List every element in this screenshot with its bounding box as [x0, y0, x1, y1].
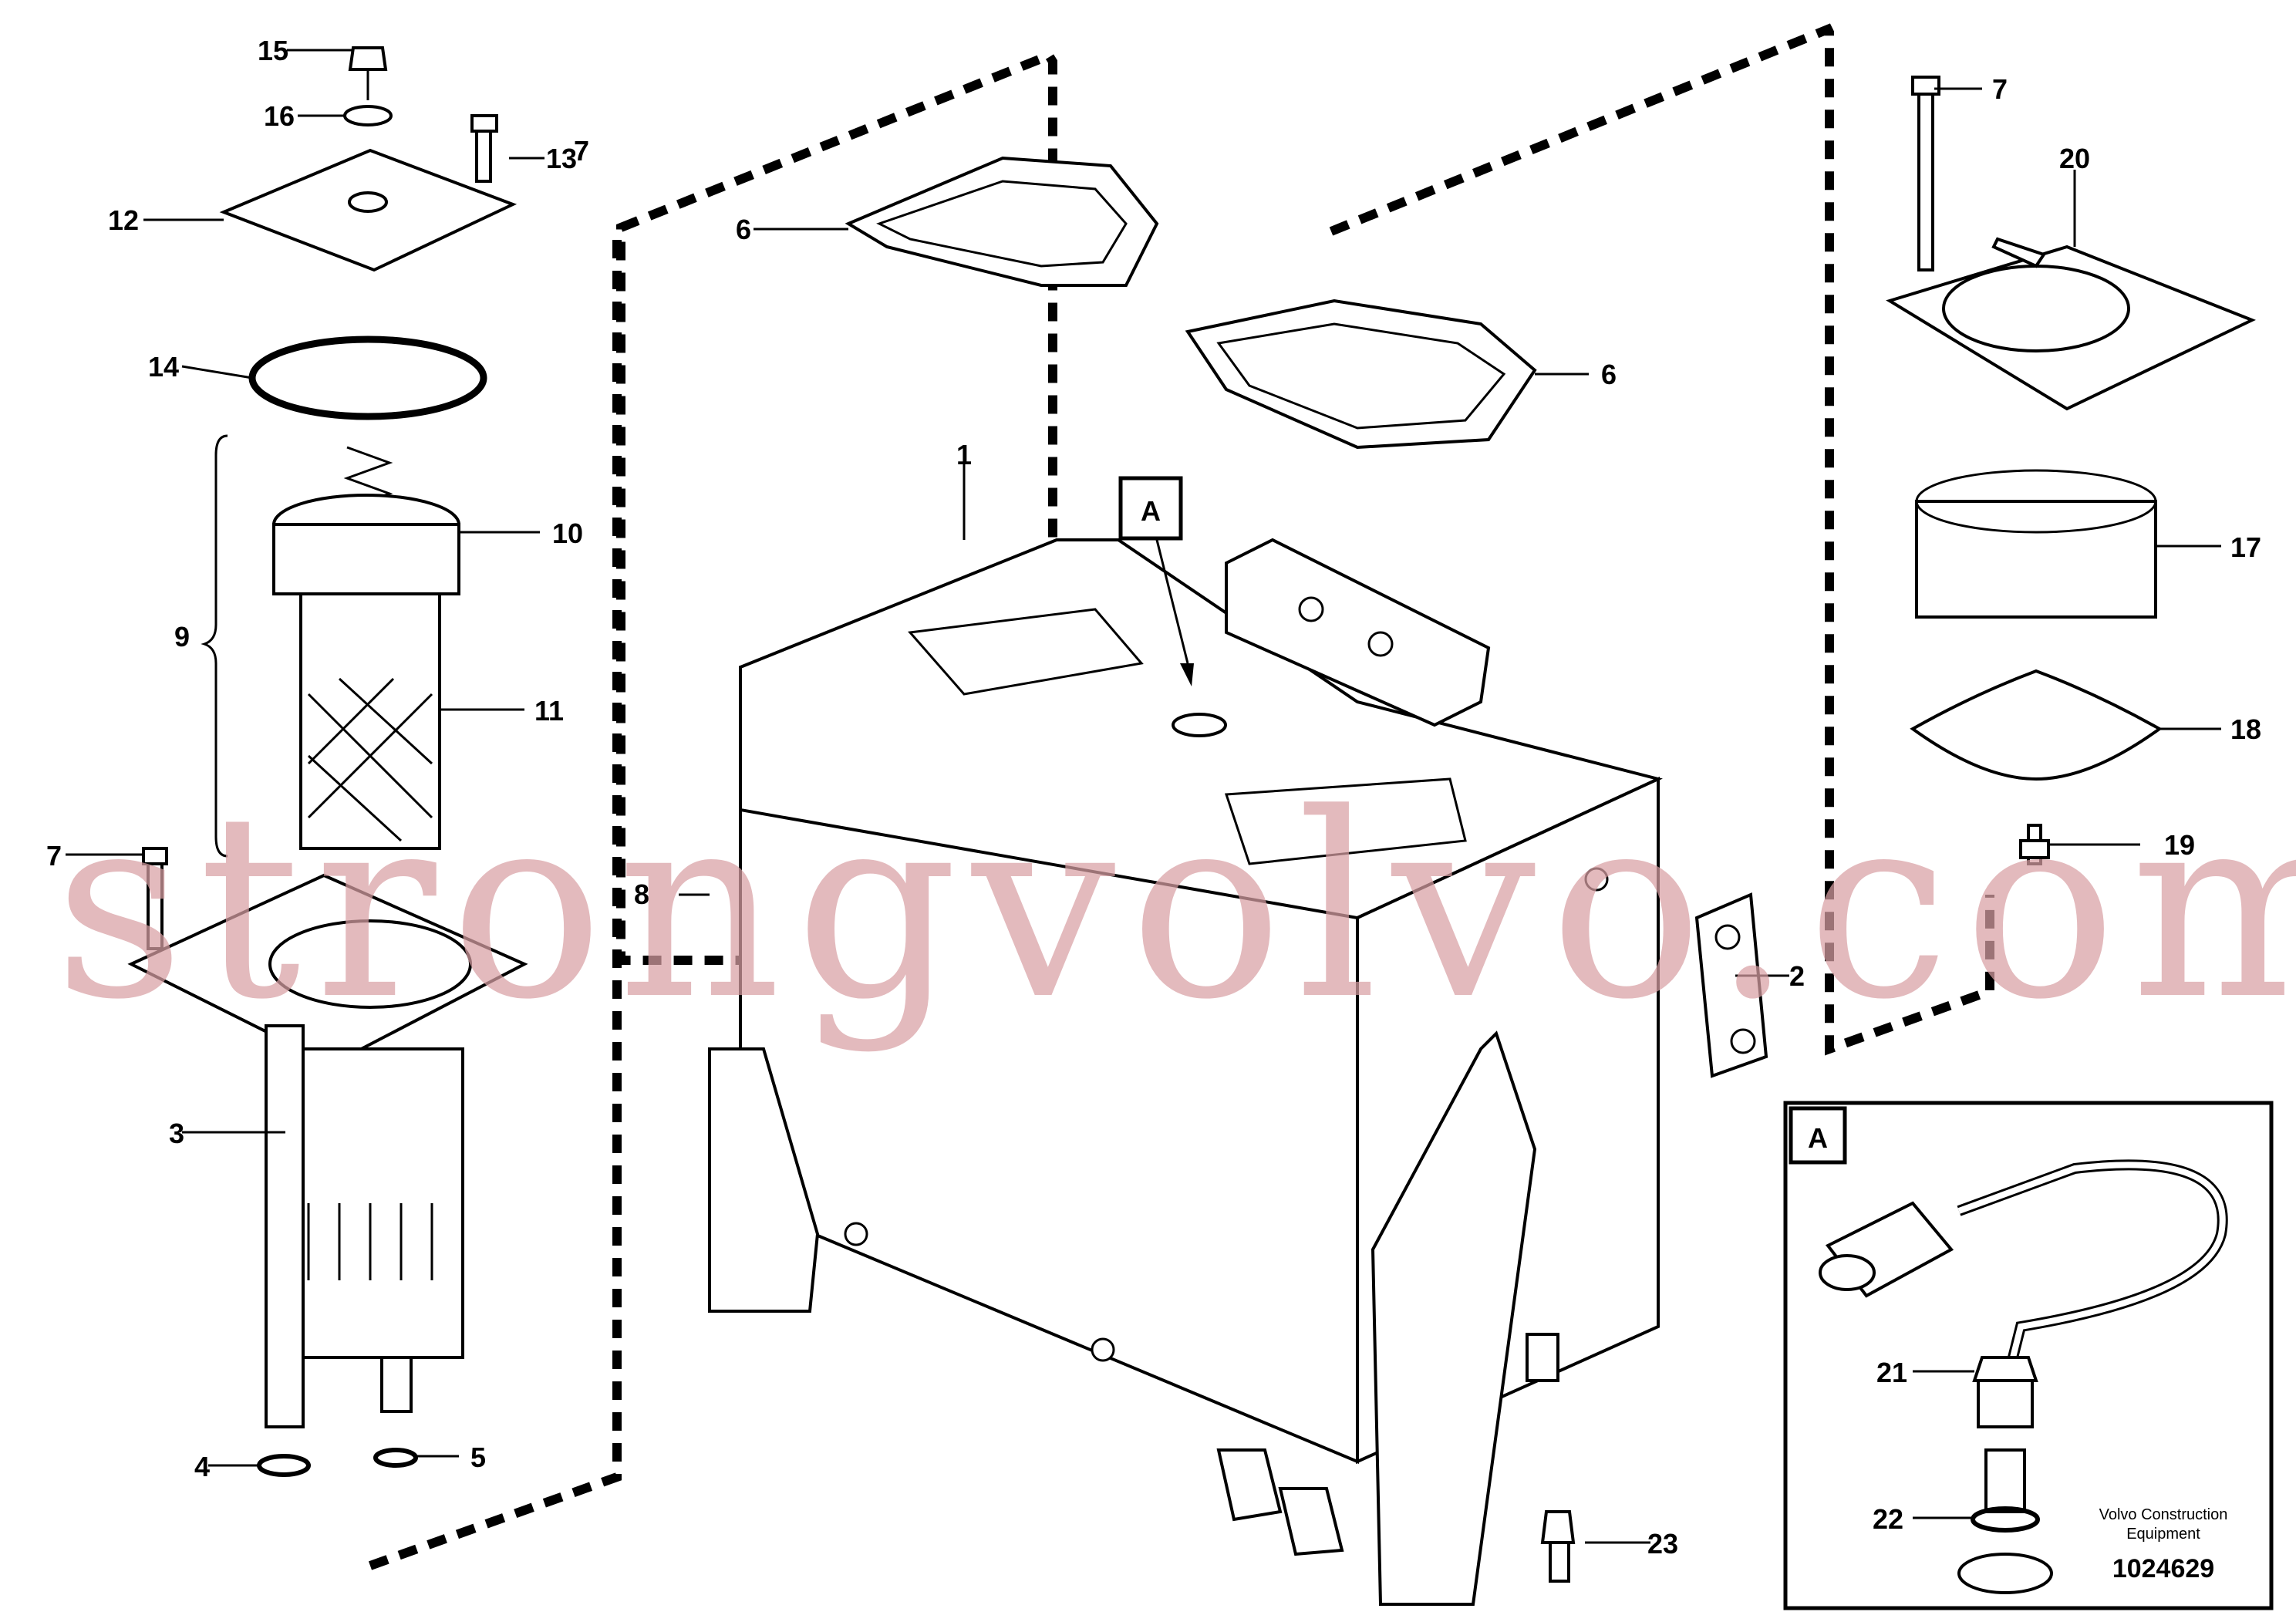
inset-detail-a	[1783, 1101, 2274, 1610]
callout-19: 19	[2164, 829, 2195, 861]
view-label-text: A	[1141, 495, 1161, 527]
filter-assembly	[127, 46, 528, 1477]
view-label-a: A	[1118, 476, 1183, 541]
callout-4: 4	[194, 1451, 210, 1482]
callout-7-top: 7	[574, 135, 589, 167]
drawing-info: Volvo Construction Equipment 1024629	[2099, 1506, 2228, 1583]
callout-15: 15	[258, 35, 288, 66]
callout-7-left: 7	[46, 840, 62, 872]
callout-16: 16	[264, 100, 295, 132]
level-sensor	[1540, 1510, 1576, 1583]
callout-3: 3	[169, 1118, 184, 1149]
callout-22: 22	[1873, 1503, 1903, 1535]
callout-17: 17	[2230, 531, 2261, 563]
gasket-lower	[1185, 298, 1537, 450]
sight-glass	[1694, 892, 1768, 1078]
inset-label-a: A	[1789, 1106, 1847, 1165]
drawing-number: 1024629	[2112, 1554, 2214, 1583]
manufacturer-line2: Equipment	[2126, 1526, 2200, 1543]
leader-lines	[66, 49, 2221, 1544]
callout-8: 8	[634, 878, 649, 910]
callout-14: 14	[148, 351, 179, 383]
callout-numbers: 15 16 13 7 12 14 10 9 11 7 3 4 5 6 6 1 8…	[46, 35, 2261, 1560]
callout-11: 11	[534, 695, 564, 727]
callout-5: 5	[470, 1442, 486, 1473]
callout-13: 13	[546, 143, 577, 174]
callout-6-lower: 6	[1601, 359, 1617, 390]
callout-6-upper: 6	[736, 214, 751, 245]
gasket-upper	[845, 156, 1159, 287]
callout-21: 21	[1876, 1357, 1907, 1388]
callout-23: 23	[1647, 1528, 1678, 1560]
callout-20: 20	[2059, 143, 2090, 174]
callout-10: 10	[552, 518, 583, 549]
callout-2: 2	[1789, 960, 1805, 992]
watermark: strongvolvo.com	[54, 759, 2296, 1055]
callout-1: 1	[956, 439, 972, 470]
callout-7-right: 7	[1992, 73, 2008, 105]
callout-9: 9	[174, 621, 190, 653]
callout-18: 18	[2230, 713, 2261, 745]
breather-assembly	[1886, 76, 2256, 865]
manufacturer-line1: Volvo Construction	[2099, 1506, 2228, 1523]
callout-12: 12	[108, 204, 139, 236]
inset-label-text: A	[1808, 1122, 1828, 1154]
hydraulic-tank	[708, 538, 1663, 1606]
assembly-dash-lines	[368, 23, 1994, 1570]
